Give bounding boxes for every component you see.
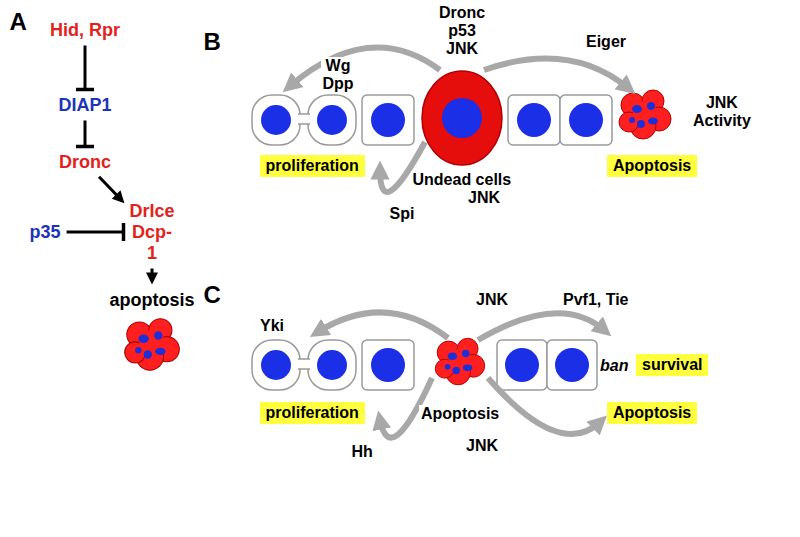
inhibition-connector	[76, 121, 94, 147]
node-text: proliferation	[266, 403, 359, 423]
node-text: Apoptosis	[613, 156, 691, 176]
cell-row-b	[252, 71, 612, 165]
pathway-node: DIAP1	[56, 93, 115, 118]
nuclei-b	[261, 98, 603, 138]
signal-label: Pvf1, Tie	[561, 291, 631, 309]
pathway-node: p35	[27, 220, 64, 245]
panel-letter: C	[202, 282, 223, 308]
activation-connector	[146, 269, 158, 285]
signal-label: ban	[598, 357, 630, 375]
signal-label: Apoptosis	[419, 405, 501, 423]
node-text: survival	[642, 355, 702, 375]
panel-letter: B	[202, 29, 223, 55]
inhibition-connector	[76, 46, 94, 90]
signal-label: Hh	[350, 443, 375, 461]
signal-label: JNK	[466, 189, 502, 207]
highlight-box: proliferation	[260, 155, 365, 177]
apoptotic-cell	[619, 90, 671, 139]
panel-letter: A	[8, 9, 29, 35]
highlight-box: Apoptosis	[607, 155, 697, 177]
pathway-node: Hid, Rpr	[47, 18, 123, 43]
pathway-node: apoptosis	[107, 288, 198, 313]
cell-row-c	[252, 340, 597, 390]
node-text: proliferation	[266, 156, 359, 176]
node-text: p35	[30, 222, 61, 243]
highlight-box: survival	[636, 354, 708, 376]
signal-label: Undead cells	[411, 171, 514, 189]
apoptotic-cell	[125, 319, 180, 370]
pathway-node: DrIce Dcp-1	[127, 199, 178, 266]
signal-label: Dronc p53 JNK	[437, 4, 487, 58]
signal-label: JNK	[474, 291, 510, 309]
signal-label: JNK	[464, 437, 500, 455]
signal-label: Yki	[258, 317, 286, 335]
node-text: DrIce Dcp-1	[130, 201, 175, 264]
signal-arrows	[290, 47, 628, 437]
apoptotic-cell	[435, 338, 484, 385]
nuclei-c	[261, 348, 589, 382]
signal-label: Spi	[388, 205, 417, 223]
node-text: apoptosis	[110, 290, 195, 311]
highlight-box: proliferation	[260, 402, 365, 424]
pathway-node: Dronc	[56, 150, 114, 175]
inhibition-connector	[67, 223, 124, 241]
node-text: DIAP1	[59, 95, 112, 116]
highlight-box: Apoptosis	[607, 402, 697, 424]
signal-label: Eiger	[584, 33, 628, 51]
node-text: Hid, Rpr	[50, 20, 120, 41]
node-text: Dronc	[59, 152, 111, 173]
node-text: Apoptosis	[613, 403, 691, 423]
signal-label: Wg Dpp	[321, 57, 356, 93]
activation-connector	[99, 177, 124, 204]
signal-label: JNK Activity	[691, 94, 753, 130]
